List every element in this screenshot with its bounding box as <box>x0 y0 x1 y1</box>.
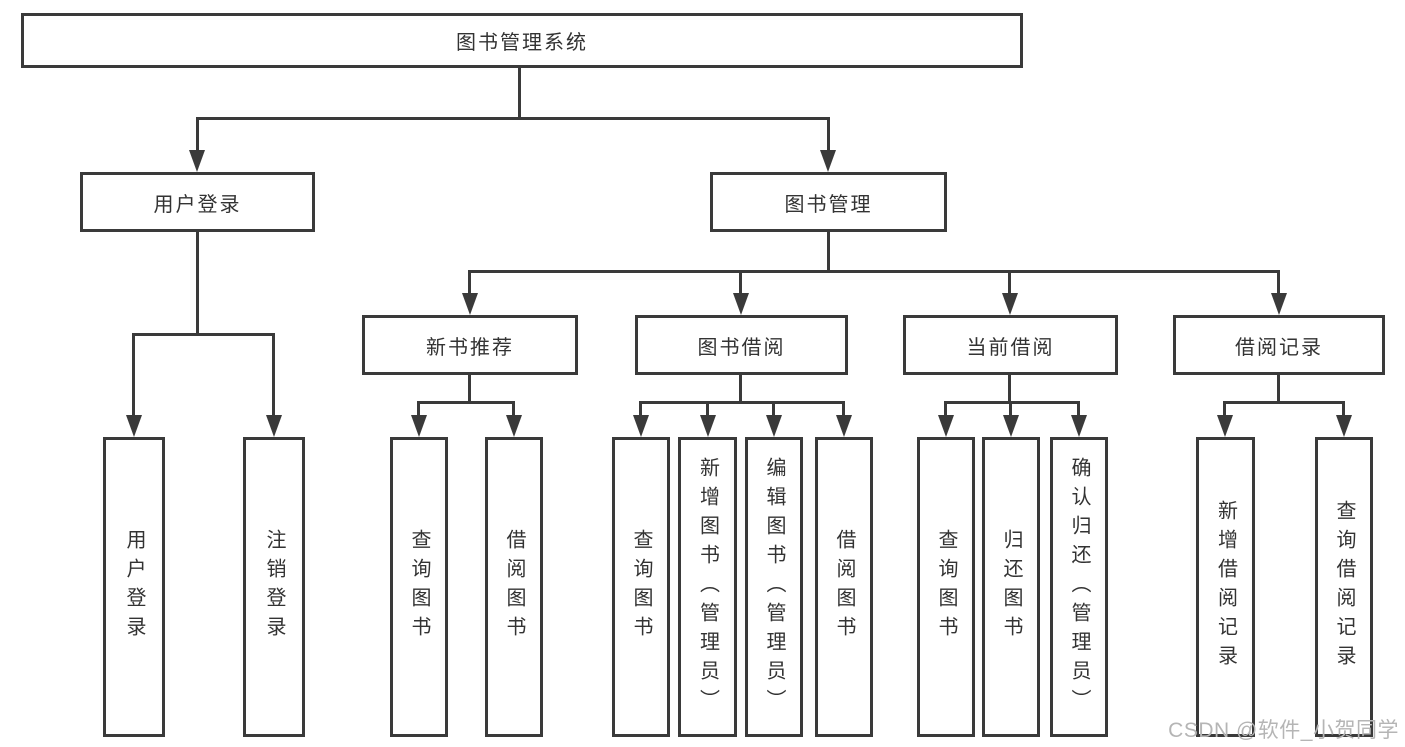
connector-line <box>512 401 515 417</box>
leaf-borrow-books-2: 借阅图书 <box>815 437 873 737</box>
connector-line <box>827 229 830 273</box>
connector-line <box>468 270 471 296</box>
leaf-query-borrow-record: 查询借阅记录 <box>1315 437 1373 737</box>
arrowhead-down-icon <box>1271 293 1287 315</box>
connector-line <box>639 401 642 417</box>
leaf-label: 确认归还（管理员） <box>1068 456 1090 718</box>
connector-line <box>196 117 199 152</box>
arrowhead-down-icon <box>1002 293 1018 315</box>
arrowhead-down-icon <box>700 415 716 437</box>
connector-line <box>944 401 947 417</box>
connector-line <box>1277 270 1280 296</box>
leaf-label: 归还图书 <box>1000 529 1022 645</box>
leaf-label: 借阅图书 <box>833 529 855 645</box>
connector-line <box>1009 401 1012 417</box>
leaf-borrow-books-1: 借阅图书 <box>485 437 543 737</box>
leaf-label: 查询图书 <box>630 529 652 645</box>
leaf-add-borrow-record: 新增借阅记录 <box>1196 437 1255 737</box>
arrowhead-down-icon <box>1217 415 1233 437</box>
connector-line <box>1008 372 1011 404</box>
leaf-user-login: 用户登录 <box>103 437 165 737</box>
arrowhead-down-icon <box>766 415 782 437</box>
node-new-book-recommendation: 新书推荐 <box>362 315 578 375</box>
arrowhead-down-icon <box>938 415 954 437</box>
arrowhead-down-icon <box>506 415 522 437</box>
connector-line <box>739 270 742 296</box>
connector-line <box>827 117 830 152</box>
leaf-query-books-3: 查询图书 <box>917 437 975 737</box>
arrowhead-down-icon <box>126 415 142 437</box>
watermark: CSDN @软件_小贺同学 <box>1168 719 1399 742</box>
arrowhead-down-icon <box>633 415 649 437</box>
arrowhead-down-icon <box>1071 415 1087 437</box>
connector-line <box>417 401 515 404</box>
arrowhead-down-icon <box>189 150 205 172</box>
arrowhead-down-icon <box>266 415 282 437</box>
connector-line <box>842 401 845 417</box>
connector-line <box>196 229 199 336</box>
node-current-borrowing: 当前借阅 <box>903 315 1118 375</box>
leaf-return-books: 归还图书 <box>982 437 1040 737</box>
arrowhead-down-icon <box>733 293 749 315</box>
connector-line <box>944 401 1080 404</box>
connector-line <box>468 372 471 404</box>
connector-line <box>772 401 775 417</box>
leaf-label: 编辑图书（管理员） <box>763 456 785 718</box>
connector-line <box>196 117 830 120</box>
node-borrowing-records: 借阅记录 <box>1173 315 1385 375</box>
connector-line <box>1277 372 1280 404</box>
connector-line <box>739 372 742 404</box>
connector-line <box>706 401 709 417</box>
connector-line <box>639 401 845 404</box>
connector-line <box>1223 401 1345 404</box>
connector-line <box>1342 401 1345 417</box>
arrowhead-down-icon <box>820 150 836 172</box>
leaf-label: 借阅图书 <box>503 529 525 645</box>
leaf-label: 新增图书（管理员） <box>696 456 719 718</box>
leaf-logout: 注销登录 <box>243 437 305 737</box>
leaf-label: 用户登录 <box>123 529 145 645</box>
arrowhead-down-icon <box>462 293 478 315</box>
connector-line <box>132 333 135 417</box>
leaf-add-books-admin: 新增图书（管理员） <box>678 437 737 737</box>
connector-line <box>1223 401 1226 417</box>
leaf-label: 查询借阅记录 <box>1333 500 1355 674</box>
connector-line <box>1077 401 1080 417</box>
node-book-borrowing: 图书借阅 <box>635 315 848 375</box>
node-book-management: 图书管理 <box>710 172 947 232</box>
leaf-label: 新增借阅记录 <box>1214 500 1237 674</box>
connector-line <box>272 333 275 417</box>
arrowhead-down-icon <box>1336 415 1352 437</box>
leaf-label: 查询图书 <box>935 529 957 645</box>
leaf-edit-books-admin: 编辑图书（管理员） <box>745 437 803 737</box>
arrowhead-down-icon <box>411 415 427 437</box>
leaf-query-books-1: 查询图书 <box>390 437 448 737</box>
connector-line <box>468 270 1280 273</box>
connector-line <box>1008 270 1011 296</box>
connector-line <box>132 333 275 336</box>
connector-line <box>417 401 420 417</box>
connector-line <box>518 68 521 118</box>
leaf-label: 查询图书 <box>408 529 430 645</box>
leaf-query-books-2: 查询图书 <box>612 437 670 737</box>
leaf-label: 注销登录 <box>263 529 285 645</box>
leaf-confirm-return-admin: 确认归还（管理员） <box>1050 437 1108 737</box>
node-user-login: 用户登录 <box>80 172 315 232</box>
arrowhead-down-icon <box>836 415 852 437</box>
node-book-management-system: 图书管理系统 <box>21 13 1023 68</box>
arrowhead-down-icon <box>1003 415 1019 437</box>
